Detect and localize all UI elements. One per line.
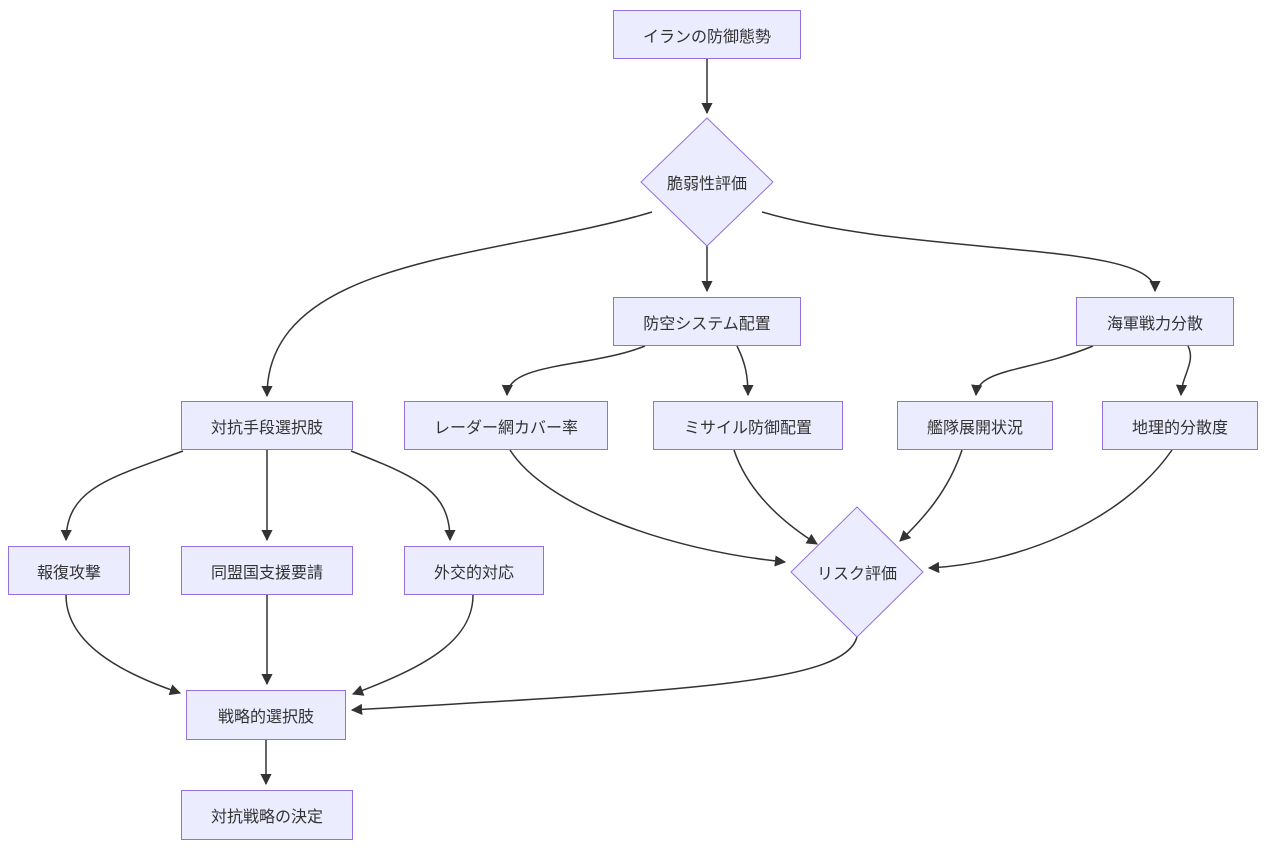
edge-D-H	[971, 345, 1094, 397]
decision-node-vulnerability-assessment	[640, 117, 774, 247]
node-diplomatic-response: 外交的対応	[404, 546, 544, 595]
edge-B-D	[761, 211, 1161, 293]
node-missile-defense-deployment: ミサイル防御配置	[653, 401, 843, 450]
edge-E-L	[350, 450, 456, 542]
node-geographic-dispersion: 地理的分散度	[1102, 401, 1258, 450]
edge-E-J	[60, 450, 184, 542]
node-counter-strategy-decision: 対抗戦略の決定	[181, 790, 353, 840]
node-ally-support-request: 同盟国支援要請	[181, 546, 353, 595]
edge-B-E	[261, 211, 653, 398]
node-air-defense-system-deployment: 防空システム配置	[613, 297, 801, 346]
node-naval-force-dispersion: 海軍戦力分散	[1076, 297, 1234, 346]
edge-G-M	[733, 449, 818, 545]
node-strategic-options: 戦略的選択肢	[186, 690, 346, 740]
edge-C-F	[501, 345, 646, 397]
node-fleet-deployment-status: 艦隊展開状況	[897, 401, 1053, 450]
node-iran-defense-posture: イランの防御態勢	[613, 10, 801, 59]
edge-J-N	[65, 594, 182, 696]
edge-F-M	[509, 449, 787, 567]
edge-H-M	[899, 449, 963, 542]
edge-D-I	[1175, 345, 1192, 397]
edge-C-G	[736, 345, 754, 397]
decision-label-risk-assessment: リスク評価	[816, 566, 897, 583]
node-countermeasure-options: 対抗手段選択肢	[181, 401, 353, 450]
decision-node-risk-assessment	[790, 506, 924, 638]
decision-label-vulnerability-assessment: 脆弱性評価	[666, 176, 747, 193]
node-radar-network-coverage: レーダー網カバー率	[404, 401, 608, 450]
edge-L-N	[351, 594, 474, 696]
node-retaliatory-strike: 報復攻撃	[8, 546, 130, 595]
edge-M-N	[350, 636, 858, 716]
edge-I-M	[927, 449, 1173, 574]
